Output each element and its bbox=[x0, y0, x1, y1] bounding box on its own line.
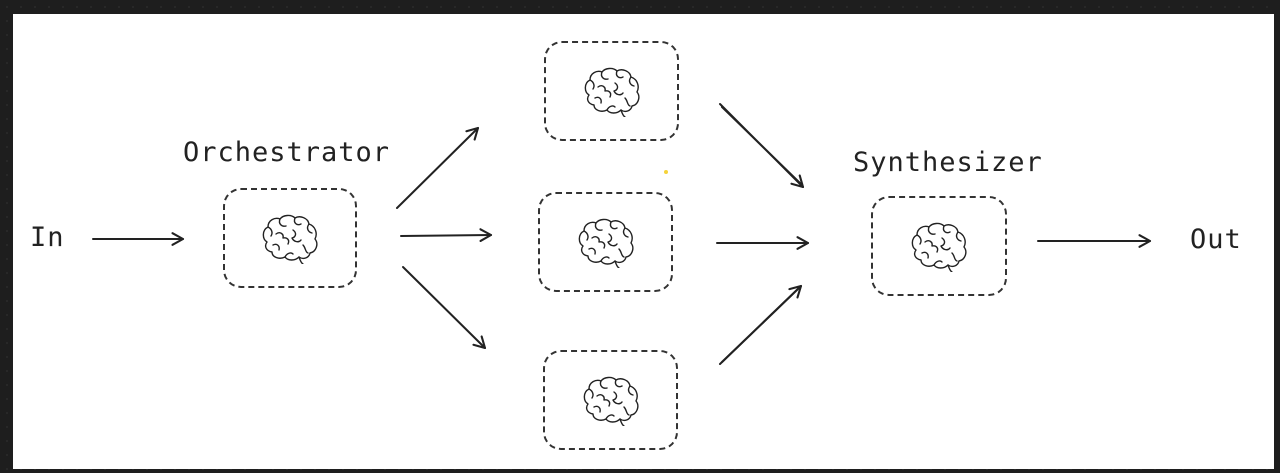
worker-node-1 bbox=[544, 41, 679, 141]
arrow-worker-1-to-synthesizer-sketch bbox=[721, 106, 803, 186]
brain-icon bbox=[578, 218, 633, 268]
synthesizer-node bbox=[871, 196, 1007, 296]
orchestrator-node bbox=[223, 188, 357, 288]
brain-icon bbox=[583, 376, 638, 426]
arrows-layer bbox=[92, 103, 1152, 365]
brain-icon bbox=[262, 214, 318, 264]
arrow-orchestrator-to-worker-2 bbox=[400, 228, 493, 242]
arrow-orchestrator-to-worker-3 bbox=[402, 266, 487, 350]
brain-icon bbox=[911, 222, 967, 272]
synthesizer-label: Synthesizer bbox=[853, 147, 1043, 178]
orchestrator-label: Orchestrator bbox=[183, 137, 391, 168]
cursor-dot bbox=[664, 170, 668, 174]
output-label: Out bbox=[1190, 224, 1242, 255]
arrow-orchestrator-to-worker-1 bbox=[396, 126, 480, 209]
arrow-worker-3-to-synthesizer-sketch bbox=[721, 287, 800, 363]
worker-node-2 bbox=[538, 192, 673, 292]
brain-icon bbox=[584, 67, 639, 117]
diagram-canvas: In Orchestrator Synthesizer Out bbox=[13, 14, 1274, 469]
input-label: In bbox=[30, 222, 65, 253]
worker-node-3 bbox=[543, 350, 678, 450]
